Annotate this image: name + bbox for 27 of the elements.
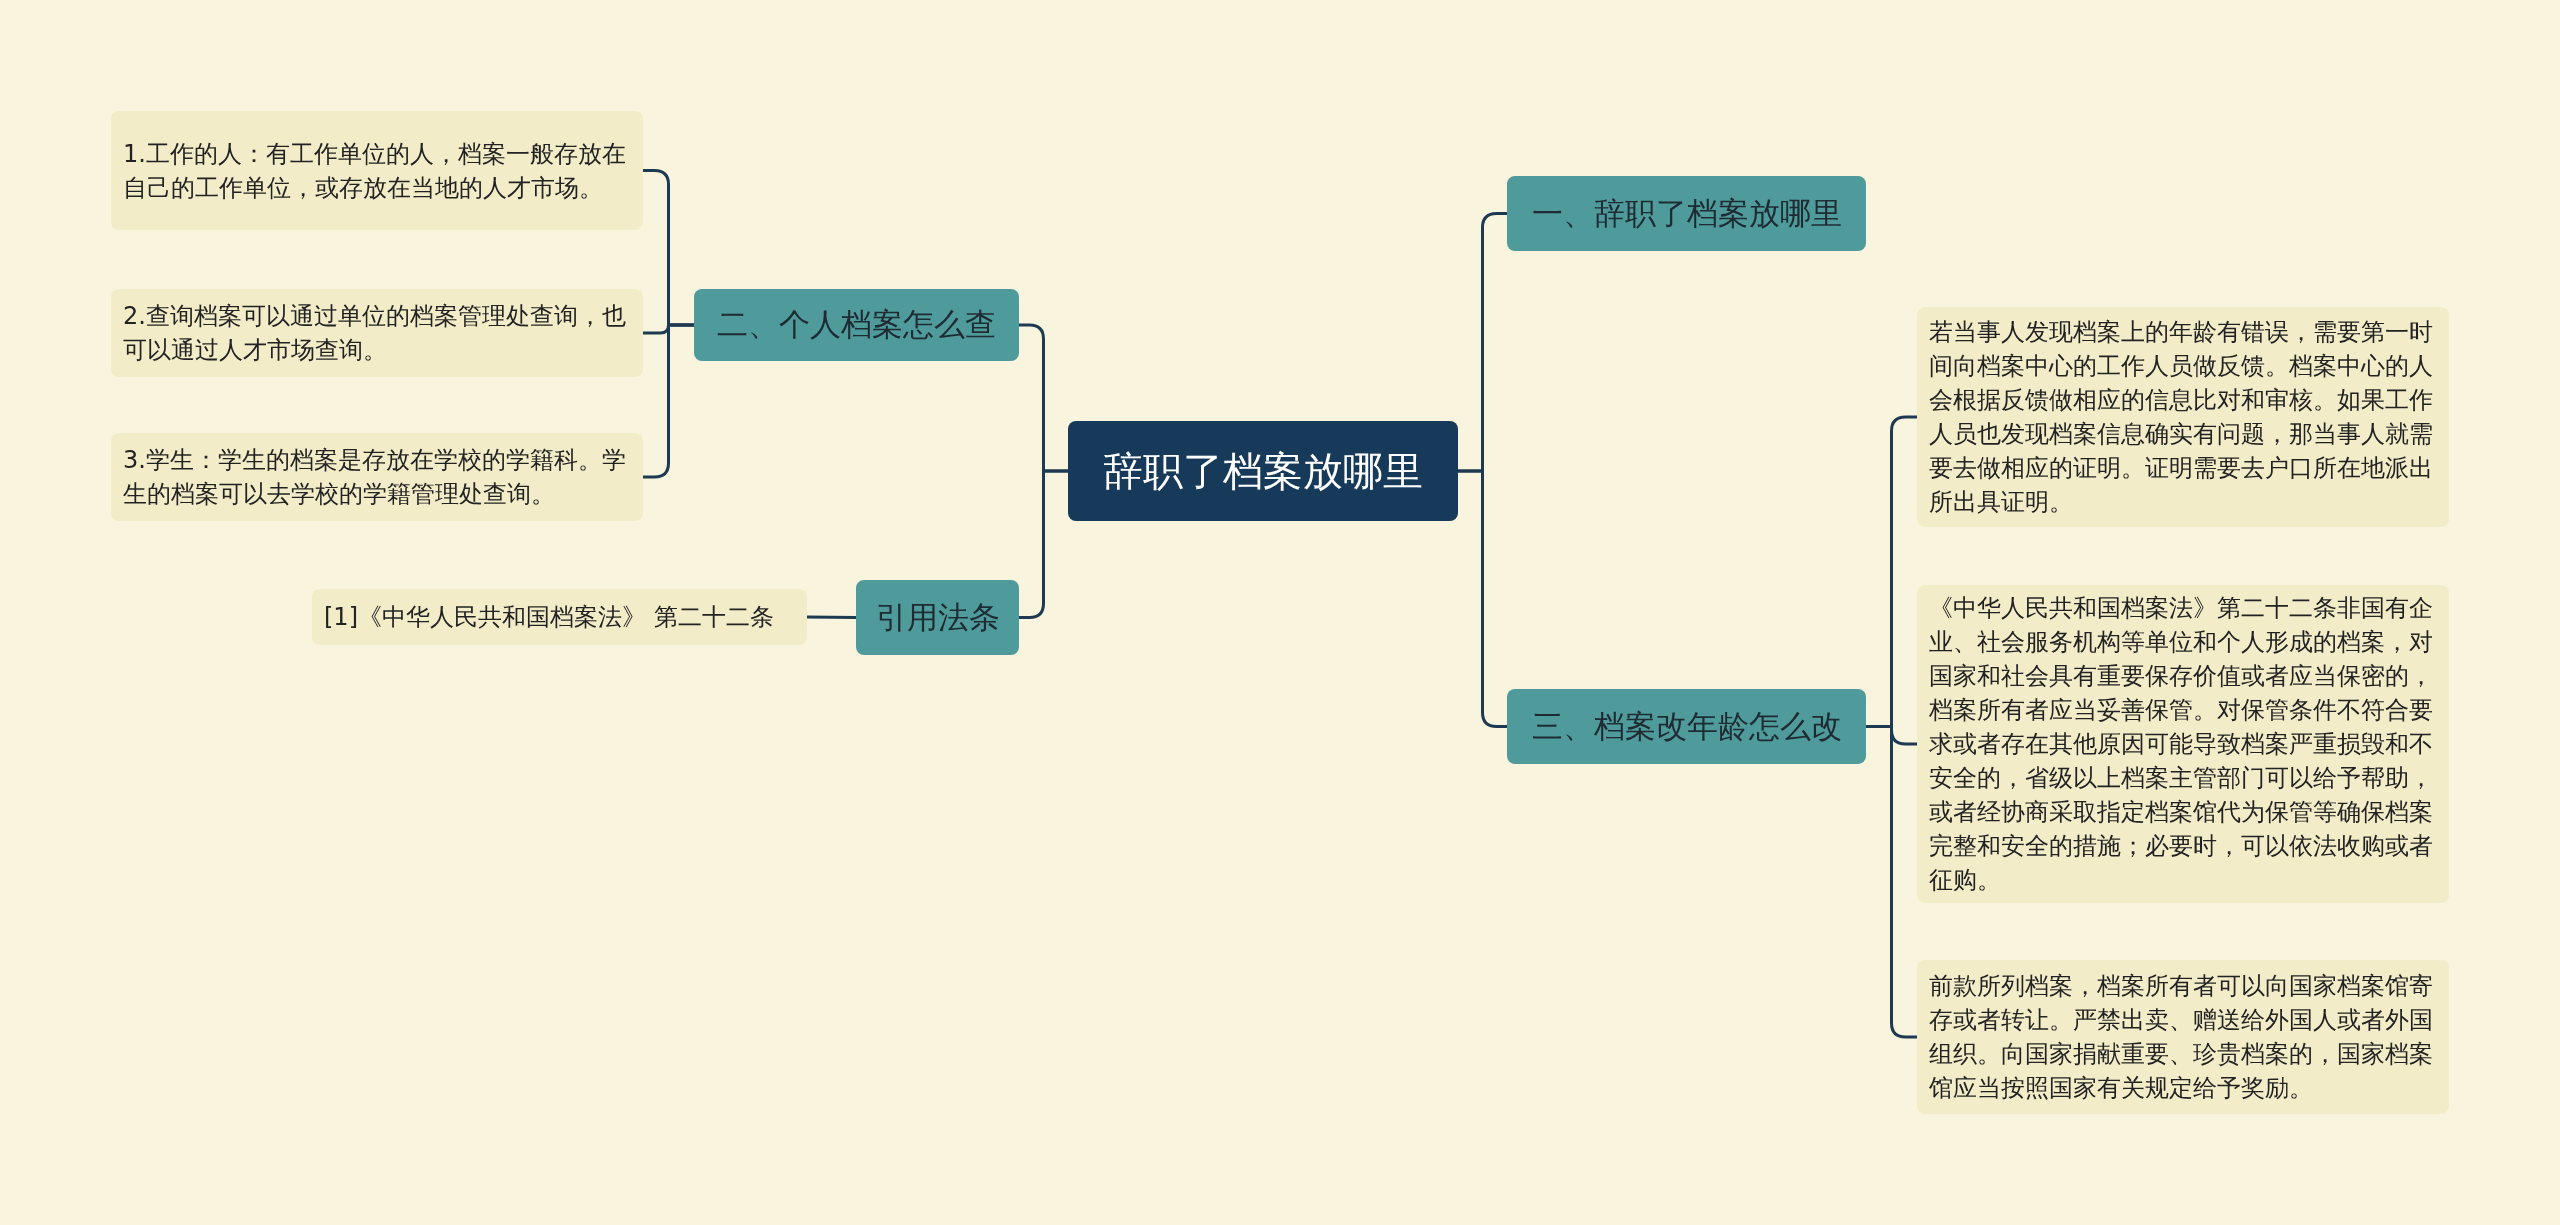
note-text: 《中华人民共和国档案法》第二十二条非国有企业、社会服务机构等单位和个人形成的档案，对国家和社会具有重要保存价值或者应当保密的，档案所有者应当妥善保管。对保管条件不符合要求或者存在其他原因可能导致档案严重损毁和不安全的，省级以上档案主管部门可以给予帮助，或者经协商采取指定档案馆代为保管等确保档案完整和安全的措施；必要时，可以依法收购或者征购。 <box>1929 593 2434 896</box>
note-card <box>111 111 643 230</box>
note-text: 2.查询档案可以通过单位的档案管理处查询，也可以通过人才市场查询。 <box>123 301 627 366</box>
note-card <box>111 289 643 377</box>
note-text: 若当事人发现档案上的年龄有错误，需要第一时间向档案中心的工作人员做反馈。档案中心的人会根据反馈做相应的信息比对和审核。如果工作人员也发现档案信息确实有问题，那当事人就需要去做相应的证明。证明需要去户口所在地派出所出具证明。 <box>1929 317 2434 518</box>
connector-line <box>643 323 694 479</box>
note-text: [1]《中华人民共和国档案法》 第二十二条 <box>324 602 774 633</box>
connector-line <box>1019 469 1068 619</box>
topic-title: 引用法条 <box>875 597 1000 637</box>
branch-topic <box>694 289 1019 361</box>
topic-title: 一、辞职了档案放哪里 <box>1531 193 1842 233</box>
note-card <box>111 433 643 521</box>
connector-line <box>807 615 856 619</box>
note-card <box>312 589 807 645</box>
topic-title: 辞职了档案放哪里 <box>1103 446 1423 496</box>
topic-title: 三、档案改年龄怎么改 <box>1531 706 1842 746</box>
note-text: 1.工作的人：有工作单位的人，档案一般存放在自己的工作单位，或存放在当地的人才市场。 <box>123 138 627 204</box>
branch-topic <box>1507 176 1866 251</box>
note-text: 前款所列档案，档案所有者可以向国家档案馆寄存或者转让。严禁出卖、赠送给外国人或者外国组织。向国家捐献重要、珍贵档案的，国家档案馆应当按照国家有关规定给予奖励。 <box>1929 971 2434 1104</box>
note-card <box>1917 960 2449 1114</box>
topic-title: 二、个人档案怎么查 <box>717 305 996 344</box>
connector-line <box>1458 469 1507 728</box>
branch-topic <box>856 580 1019 655</box>
root-topic <box>1068 421 1458 521</box>
connector-line <box>1866 725 1917 1039</box>
note-text: 3.学生：学生的档案是存放在学校的学籍科。学生的档案可以去学校的学籍管理处查询。 <box>123 445 627 510</box>
branch-topic <box>1507 689 1866 764</box>
